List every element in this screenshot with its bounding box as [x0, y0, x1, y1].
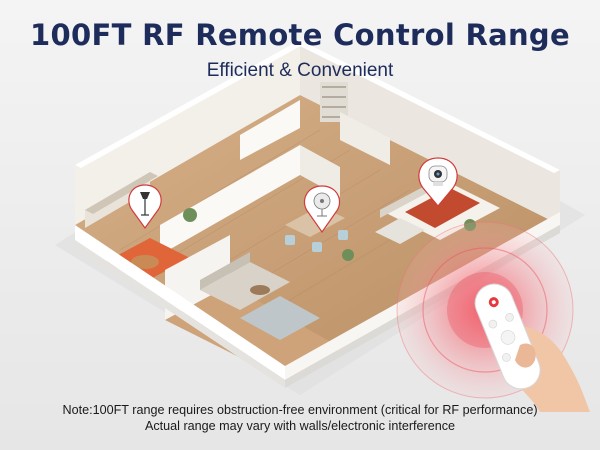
hand-with-remote: [474, 283, 590, 412]
floor-lamp-icon: [140, 192, 150, 216]
sofa: [200, 262, 290, 310]
living-rug: [240, 296, 320, 340]
bed-blanket: [405, 188, 480, 228]
subheadline: Efficient & Convenient: [206, 60, 394, 81]
partition-wall: [160, 145, 300, 255]
headline: 100FT RF Remote Control Range: [30, 18, 570, 52]
security-camera-icon: [428, 165, 448, 186]
back-wall-left: [75, 40, 300, 225]
desk-fan-icon: [313, 192, 331, 217]
range-note-line-1: Note:100FT range requires obstruction-fr…: [62, 403, 538, 417]
floor-lamp-marker: [128, 184, 162, 230]
range-note: Note:100FT range requires obstruction-fr…: [0, 402, 600, 434]
desk-fan-marker: [303, 185, 341, 234]
security-camera-marker: [418, 157, 458, 207]
range-note-line-2: Actual range may vary with walls/electro…: [144, 419, 456, 433]
back-wall-right: [300, 40, 560, 225]
